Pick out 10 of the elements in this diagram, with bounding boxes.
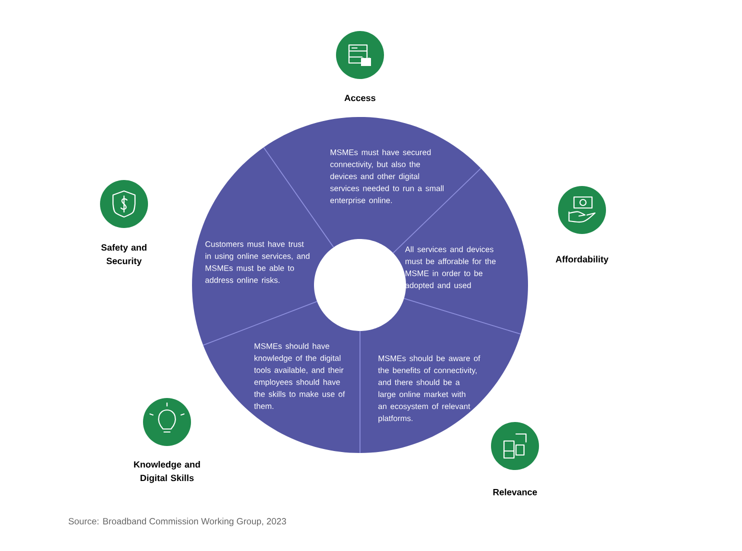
node-label: MSMEs should have knowledge of the digital tools available, and their employees should have the skills to make use of them.: [254, 343, 345, 409]
source-note: Source: Broadband Commission Working Group, 2023: [68, 518, 286, 526]
category-label: Affordability: [556, 256, 608, 264]
category-label: Relevance: [493, 488, 537, 496]
category-label: Safety and Security: [101, 244, 146, 266]
donut-segment: MSMEs should be aware of the benefits of connectivity, and there should be a large online market with an ecosystem of relevant platforms.: [360, 298, 521, 453]
category-label: Access: [344, 94, 376, 102]
node-label: MSMEs should be aware of the benefits of connectivity, and there should be a large online market with an ecosystem of relevant platforms.: [378, 355, 480, 423]
donut-segment: MSMEs should have knowledge of the digital tools available, and their employees should have the skills to make use of them.: [203, 301, 360, 453]
category-label: Knowledge and Digital Skills: [134, 461, 200, 483]
